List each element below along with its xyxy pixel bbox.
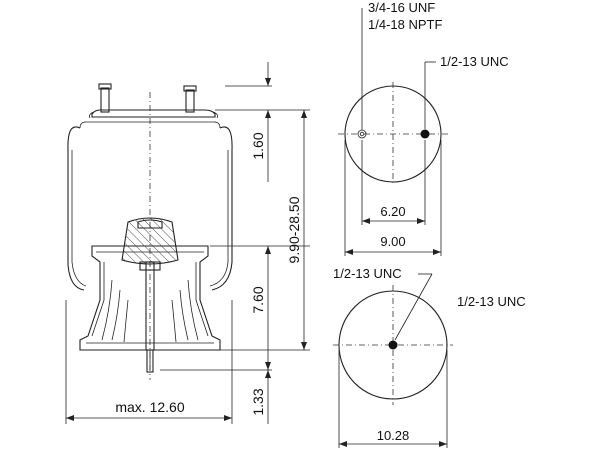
dim-max-width-label: max. 12.60 [115,399,184,415]
callout-top-stud: 1/2-13 UNC [440,54,509,69]
dim-line-base [265,370,271,424]
bellows-outline [67,126,233,291]
dim-top-gap-label: 1.60 [250,132,266,159]
bottom-plate-view: 1/2-13 UNC 1/2-13 UNC 10.28 [333,266,526,448]
dim-line-max-width [66,415,232,421]
dim-plate-width-label: 9.00 [380,234,405,249]
top-stud-left [98,83,112,113]
top-stud-right [183,85,197,113]
callout-bottom-stud-2: 1/2-13 UNC [457,294,526,309]
center-bolt [139,261,161,373]
dim-piston-label: 7.60 [250,286,266,313]
dim-stud-spacing-label: 6.20 [380,204,405,219]
dim-diameter-label: 10.28 [377,428,410,443]
dim-line-piston [265,246,271,370]
top-plate-view: 3/4-16 UNF 1/4-18 NPTF 1/2-13 UNC 6.20 9… [338,0,509,256]
callout-air-fitting-2: 1/4-18 NPTF [368,17,442,32]
dim-line-top-gap [265,62,271,182]
top-bead-plate [91,109,216,118]
air-spring-side-view: 1.60 9.90-28.50 7.60 1.33 max. 12.60 [65,62,310,424]
bottom-stud-dot [388,340,398,350]
top-stud-dot [420,129,430,139]
callout-bottom-stud-1: 1/2-13 UNC [333,266,402,281]
callout-air-fitting-1: 3/4-16 UNF [368,0,435,15]
dim-height-range-label: 9.90-28.50 [286,196,302,263]
dim-line-height [301,110,307,350]
dim-base-label: 1.33 [250,388,266,415]
